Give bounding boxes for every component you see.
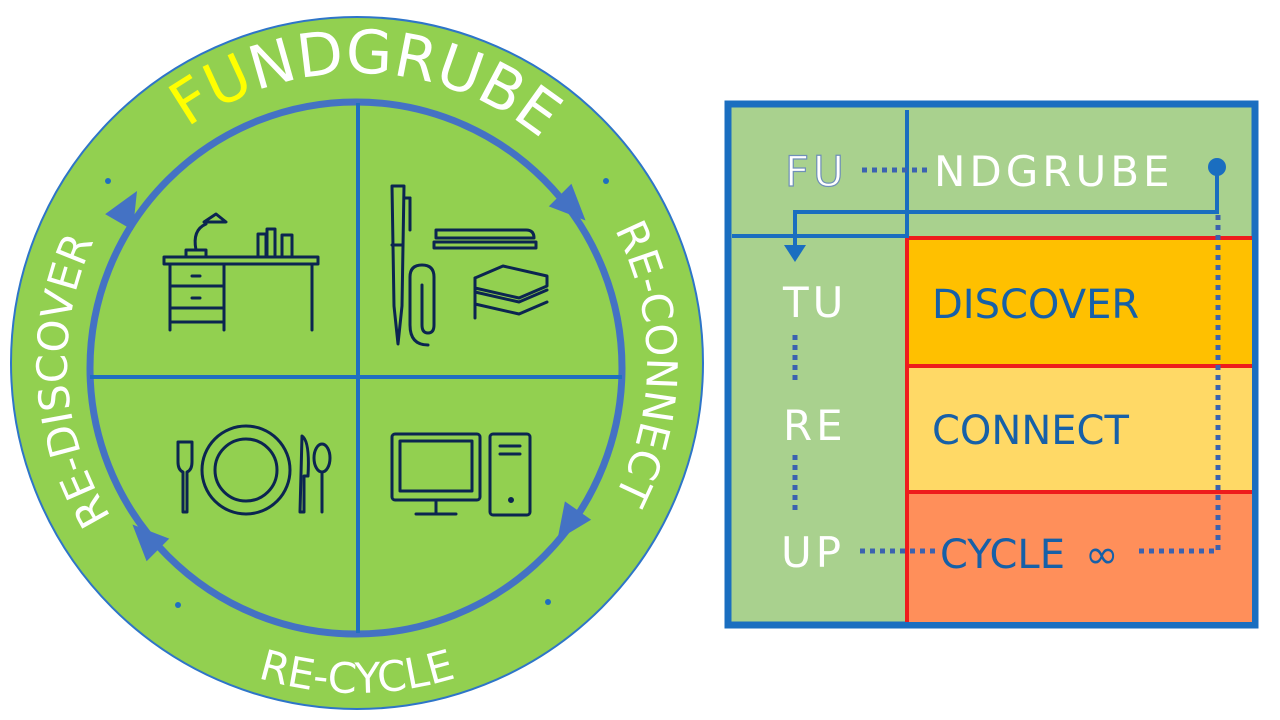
arrow-icon: [132, 524, 170, 562]
arrow-down-icon: [784, 245, 806, 262]
computer-icon: [390, 432, 532, 517]
cycle-ring: [86, 98, 626, 638]
panel-row-right: DISCOVER: [932, 282, 1139, 328]
separator-dot: [175, 602, 181, 608]
panel-row-left: UP: [781, 528, 845, 577]
separator-dot: [105, 178, 111, 184]
panel-row-right: CYCLE: [940, 532, 1065, 578]
arrow-icon: [105, 190, 137, 231]
fundgrube-circle-logo: FUNDGRUBE RE-DISCOVER RE-CONNECT RE-CYCL…: [10, 16, 704, 710]
office-supplies-icon: [390, 184, 549, 347]
arrow-icon: [548, 183, 586, 221]
red-dividers: [905, 236, 1252, 622]
row-discover: [907, 238, 1252, 366]
infinity-icon: ∞: [1085, 532, 1118, 578]
flow-line: [793, 168, 1219, 250]
panel-row-left: TU: [782, 278, 847, 327]
panel-row-left: RE: [783, 401, 847, 450]
panel-row-right: CONNECT: [932, 408, 1129, 454]
panel-ndgrube: NDGRUBE: [934, 147, 1174, 196]
tableware-icon: [176, 424, 332, 516]
arrow-icon: [557, 501, 592, 541]
panel-fu: FU: [785, 147, 848, 196]
desk-icon: [162, 212, 320, 332]
fundgrube-acronym-panel: FU NDGRUBE TU RE UP DISCOVER CONNECT CYC…: [724, 100, 1259, 629]
row-cycle: [907, 492, 1252, 622]
start-dot: [1208, 158, 1226, 176]
dotted-connector: [1135, 215, 1221, 554]
separator-dot: [545, 599, 551, 605]
row-connect: [907, 366, 1252, 492]
separator-dot: [603, 178, 609, 184]
